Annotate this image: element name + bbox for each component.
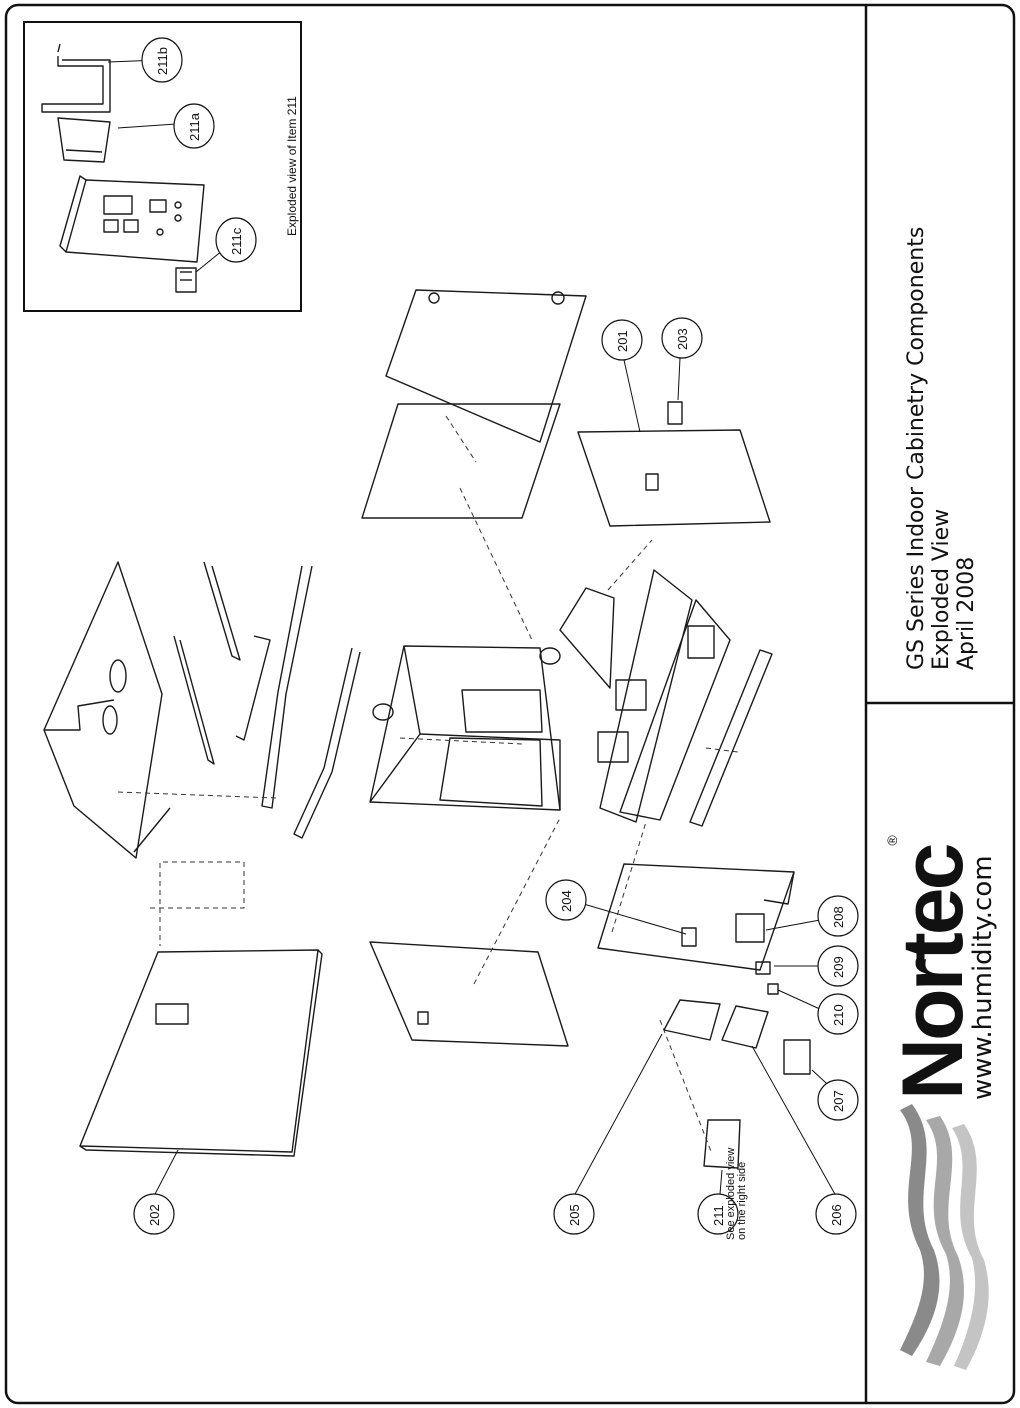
part-top-panel — [43, 561, 171, 859]
registered-mark: ® — [884, 838, 900, 846]
leader-201 — [623, 359, 641, 433]
callout-circle-211 — [697, 1193, 739, 1235]
part-205-board — [663, 999, 721, 1041]
inset-caption: Exploded view of Item 211 — [285, 96, 299, 236]
callout-circle-211c — [215, 217, 257, 263]
callout-label-211: 211 — [711, 1205, 726, 1226]
part-electrical-box — [597, 863, 795, 971]
leader-211a — [117, 123, 177, 129]
sheet-border — [4, 3, 1016, 1405]
part-main-cabinet-box — [369, 645, 561, 811]
callout-label-205: 205 — [567, 1204, 582, 1226]
part-210 — [767, 983, 779, 995]
part-right-rail — [689, 649, 773, 827]
callout-circle-211b — [141, 37, 183, 83]
callout-label-201: 201 — [615, 330, 630, 352]
dash-top — [117, 791, 277, 799]
leader-206 — [751, 1045, 837, 1197]
callout-label-210: 210 — [831, 1004, 846, 1026]
drawing-date: April 2008 — [954, 556, 979, 670]
part-211-panel-small — [703, 1119, 741, 1169]
callout-label-202: 202 — [147, 1204, 162, 1226]
callout-label-203: 203 — [675, 328, 690, 350]
part-211-control-panel — [59, 175, 205, 263]
part-203 — [667, 401, 683, 425]
dash-back — [445, 415, 477, 463]
website-url[interactable]: www.humidity.com — [968, 855, 998, 1100]
callout-circle-207 — [817, 1079, 859, 1121]
callout-circle-209 — [817, 945, 859, 987]
dash-elec — [659, 1019, 713, 1155]
leader-208 — [765, 919, 821, 931]
callout-circle-204 — [545, 879, 587, 921]
part-207-transformer — [783, 1039, 811, 1075]
part-206-board — [721, 1005, 769, 1049]
part-back-panel — [385, 289, 587, 443]
leader-204 — [569, 899, 687, 935]
part-top-rails — [173, 561, 361, 839]
part-perforated-plate — [559, 587, 615, 689]
dash-side — [459, 487, 533, 641]
item-211-note-line2: on the right side — [736, 1161, 748, 1240]
callout-circle-206 — [815, 1193, 857, 1235]
dash-door — [150, 861, 245, 946]
dash-front — [473, 817, 561, 985]
callout-label-209: 209 — [831, 956, 846, 978]
leader-211 — [719, 1169, 723, 1195]
inset-frame — [23, 21, 302, 312]
leader-210 — [777, 989, 823, 1011]
callout-label-211c: 211c — [229, 227, 244, 255]
drawing-title: GS Series Indoor Cabinetry Components — [904, 226, 929, 670]
part-211a-plate — [57, 117, 111, 163]
callout-label-211b: 211b — [155, 47, 170, 75]
part-202-front-door — [79, 949, 323, 1157]
drawing-subtitle: Exploded View — [929, 508, 954, 670]
logo-text: Nortec — [885, 845, 981, 1100]
part-209 — [755, 961, 771, 975]
callout-circle-203 — [661, 317, 703, 359]
leader-205 — [573, 1033, 663, 1197]
callout-circle-201 — [601, 319, 643, 361]
callout-circle-210 — [817, 993, 859, 1035]
dash-box2 — [611, 821, 647, 933]
callout-circle-211a — [173, 103, 215, 149]
callout-circle-208 — [817, 895, 859, 937]
callout-label-211a: 211a — [187, 113, 202, 141]
callout-circle-205 — [553, 1193, 595, 1235]
part-front-side-panel — [369, 941, 569, 1047]
callout-circle-202 — [133, 1193, 175, 1235]
callout-label-208: 208 — [831, 906, 846, 928]
dash-box1 — [399, 737, 523, 745]
callout-label-207: 207 — [831, 1090, 846, 1112]
nortec-wave-icon — [900, 1104, 989, 1370]
callout-label-206: 206 — [829, 1204, 844, 1226]
part-base-frame — [597, 569, 731, 823]
leader-202 — [153, 1149, 179, 1197]
part-201-panel — [577, 429, 771, 527]
part-211c-switch — [175, 267, 197, 293]
dash-201 — [607, 539, 653, 591]
part-211b-bracket — [41, 43, 111, 113]
callout-label-204: 204 — [559, 890, 574, 912]
part-side-panel — [361, 403, 561, 519]
leader-203 — [677, 357, 681, 401]
